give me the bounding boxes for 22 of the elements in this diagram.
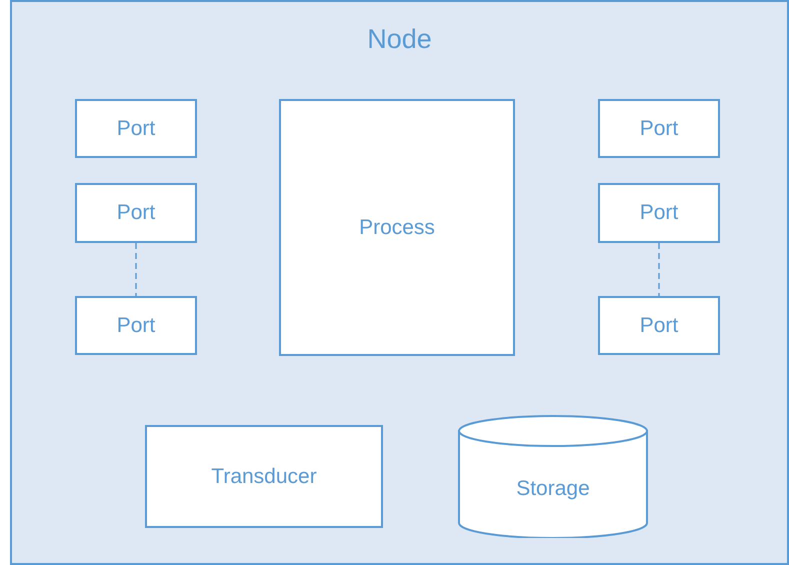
container-box [10,0,789,565]
node-label: Process [359,214,435,241]
process-box [75,296,197,355]
storage-cylinder [458,415,648,538]
process-box [598,183,720,243]
node-label: Port [116,116,156,142]
process-box [145,425,383,528]
node-label: Port [640,116,678,142]
process-box [598,99,720,158]
process-box [75,183,197,243]
node-label: Port [640,200,678,226]
process-box [75,99,197,158]
container-title: Node [366,23,433,56]
node-label: Port [116,312,156,339]
dashed-connector [658,243,660,296]
dashed-connector [135,243,137,296]
node-label: Transducer [211,464,317,490]
node-label: Port [640,312,678,339]
process-box [598,296,720,355]
node-label: Port [116,200,156,226]
process-box [279,99,515,356]
node-label: Storage [516,476,590,502]
